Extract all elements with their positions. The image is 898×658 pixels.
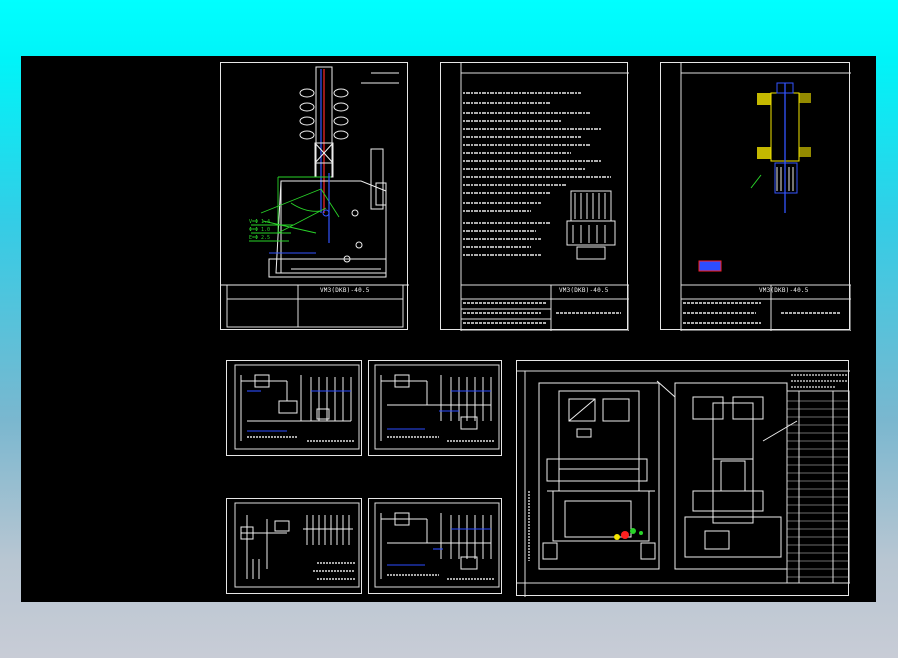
schematic-1-linework [234,364,360,450]
cad-drawing-canvas[interactable]: V=Φ 1.4 Φ=Φ 1.0 E=Φ 2.5 VM3(DKB)-40.5 [21,56,876,602]
drawing-sheet-1[interactable]: V=Φ 1.4 Φ=Φ 1.0 E=Φ 2.5 VM3(DKB)-40.5 [220,62,409,330]
assembly-drawing-sheet[interactable] [516,360,850,597]
schematic-sheet-4[interactable] [368,498,502,594]
sheet-1-linework: V=Φ 1.4 Φ=Φ 1.0 E=Φ 2.5 [221,66,409,328]
sheet-3-title: VM3(DKB)-40.5 [759,287,809,294]
drawing-sheet-2[interactable]: VM3(DKB)-40.5 [440,62,629,331]
svg-text:V=Φ 1.4: V=Φ 1.4 [249,219,270,225]
assembly-linework [517,370,850,597]
sheet-1-title: VM3(DKB)-40.5 [320,287,370,294]
sheet-2-title: VM3(DKB)-40.5 [559,287,609,294]
schematic-4-linework [374,502,500,588]
svg-text:E=Φ 2.5: E=Φ 2.5 [249,235,270,241]
schematic-sheet-2[interactable] [368,360,502,456]
schematic-sheet-1[interactable] [226,360,362,456]
sheet-2-linework [460,63,629,331]
sheet-3-linework [680,63,851,331]
schematic-2-linework [374,364,500,450]
svg-text:Φ=Φ 1.0: Φ=Φ 1.0 [249,227,270,233]
schematic-sheet-3[interactable] [226,498,362,594]
schematic-3-linework [234,502,360,588]
drawing-sheet-3[interactable]: VM3(DKB)-40.5 [660,62,851,331]
